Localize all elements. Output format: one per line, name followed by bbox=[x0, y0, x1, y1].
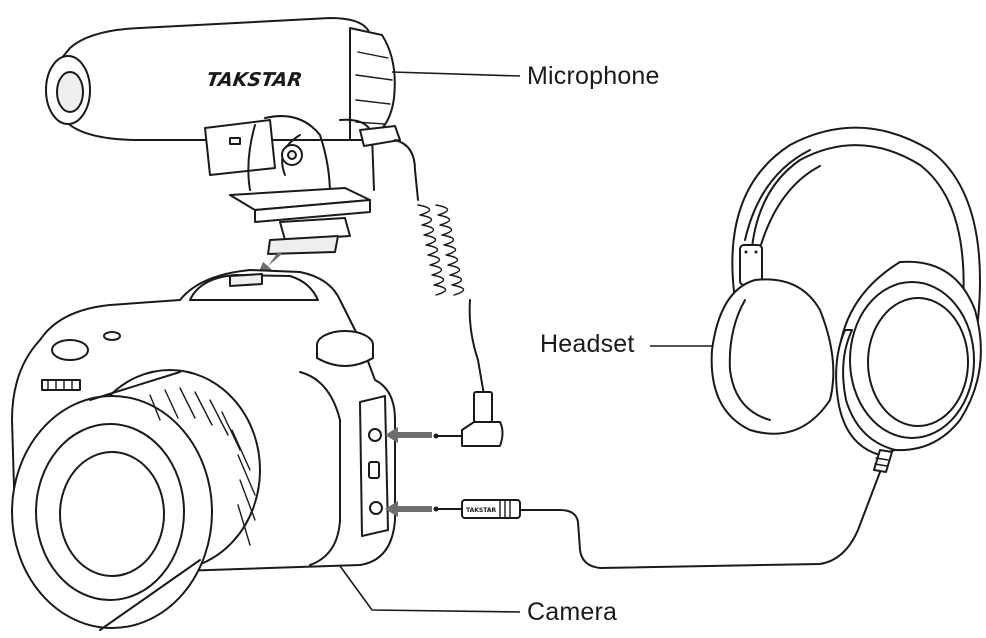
microphone-cable bbox=[394, 139, 504, 447]
camera-leader-line bbox=[339, 565, 521, 613]
camera-label: Camera bbox=[527, 598, 618, 626]
microphone-illustration: TAKSTAR bbox=[45, 17, 401, 274]
microphone-label: Microphone bbox=[527, 62, 660, 90]
microphone-brand-logo: TAKSTAR bbox=[205, 68, 304, 91]
headset-cable: TAKSTAR bbox=[433, 471, 881, 569]
callout-lines bbox=[339, 71, 712, 613]
microphone-leader-line bbox=[391, 71, 521, 77]
headset-illustration bbox=[710, 126, 982, 473]
camera-illustration bbox=[11, 269, 432, 631]
cable-brand-logo: TAKSTAR bbox=[466, 507, 497, 514]
headset-label: Headset bbox=[540, 330, 635, 358]
